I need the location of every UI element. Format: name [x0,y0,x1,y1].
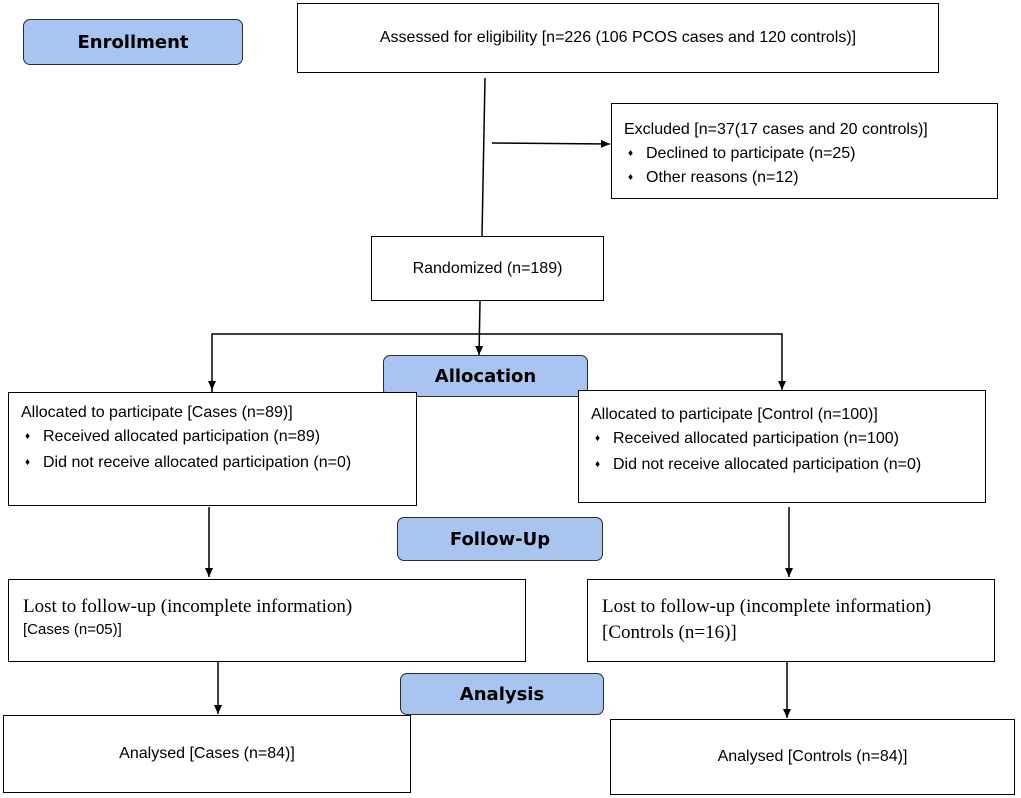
stage-allocation: Allocation [383,355,588,397]
bullet-icon: ♦ [628,148,634,159]
lost-cases-box: Lost to follow-up (incomplete informatio… [8,579,526,662]
lost-controls-box: Lost to follow-up (incomplete informatio… [587,579,995,662]
allocated-cases-item-text: Did not receive allocated participation … [43,454,352,471]
stage-analysis-label: Analysis [459,683,545,705]
allocated-control-title: Allocated to participate [Control (n=100… [591,406,878,423]
allocated-control-item: ♦ Did not receive allocated participation… [591,453,973,477]
excluded-title: Excluded [n=37(17 cases and 20 controls)… [624,121,928,138]
line-assessed-to-randomized [481,77,486,237]
bullet-icon: ♦ [628,172,634,183]
stage-enrollment: Enrollment [23,19,243,65]
allocated-control-item-text: Received allocated participation (n=100) [613,430,899,447]
allocated-cases-title: Allocated to participate [Cases (n=89)] [21,404,293,421]
assessed-box: Assessed for eligibility [n=226 (106 PCO… [297,3,939,73]
excluded-item: ♦ Declined to participate (n=25) [624,142,985,166]
allocated-cases-item: ♦ Did not receive allocated participation… [21,451,404,475]
analysed-cases-text: Analysed [Cases (n=84)] [119,745,295,762]
analysed-controls-text: Analysed [Controls (n=84)] [717,748,908,765]
allocated-cases-item: ♦ Received allocated participation (n=89) [21,425,404,449]
allocated-cases-item-text: Received allocated participation (n=89) [43,428,321,445]
lost-controls-line1: Lost to follow-up (incomplete informatio… [602,596,932,617]
bullet-icon: ♦ [25,457,31,468]
assessed-text: Assessed for eligibility [n=226 (106 PCO… [379,29,857,46]
arrow-randomized-to-allocation [475,300,484,356]
lost-cases-line1: Lost to follow-up (incomplete informatio… [23,596,353,617]
excluded-item-text: Declined to participate (n=25) [646,145,856,162]
excluded-item: ♦ Other reasons (n=12) [624,166,985,190]
lost-cases-line2: [Cases (n=05)] [23,621,122,638]
stage-analysis: Analysis [400,673,604,715]
bullet-icon: ♦ [595,433,601,444]
stage-allocation-label: Allocation [434,365,537,387]
split-line [211,333,786,392]
allocated-control-box: Allocated to participate [Control (n=100… [578,390,986,503]
excluded-item-text: Other reasons (n=12) [646,169,799,186]
randomized-box: Randomized (n=189) [371,236,604,301]
bullet-icon: ♦ [25,431,31,442]
bullet-icon: ♦ [595,459,601,470]
stage-followup-label: Follow-Up [449,528,551,550]
analysed-controls-box: Analysed [Controls (n=84)] [610,719,1015,795]
randomized-text: Randomized (n=189) [412,259,563,277]
allocated-control-item-text: Did not receive allocated participation … [613,456,922,473]
excluded-box: Excluded [n=37(17 cases and 20 controls)… [611,103,998,199]
analysed-cases-box: Analysed [Cases (n=84)] [3,715,411,793]
stage-enrollment-label: Enrollment [77,31,189,53]
allocated-control-item: ♦ Received allocated participation (n=100… [591,427,973,451]
lost-controls-line2: [Controls (n=16)] [602,622,737,643]
arrow-to-excluded [491,139,611,148]
stage-followup: Follow-Up [397,517,603,561]
allocated-cases-box: Allocated to participate [Cases (n=89)] … [8,392,417,506]
